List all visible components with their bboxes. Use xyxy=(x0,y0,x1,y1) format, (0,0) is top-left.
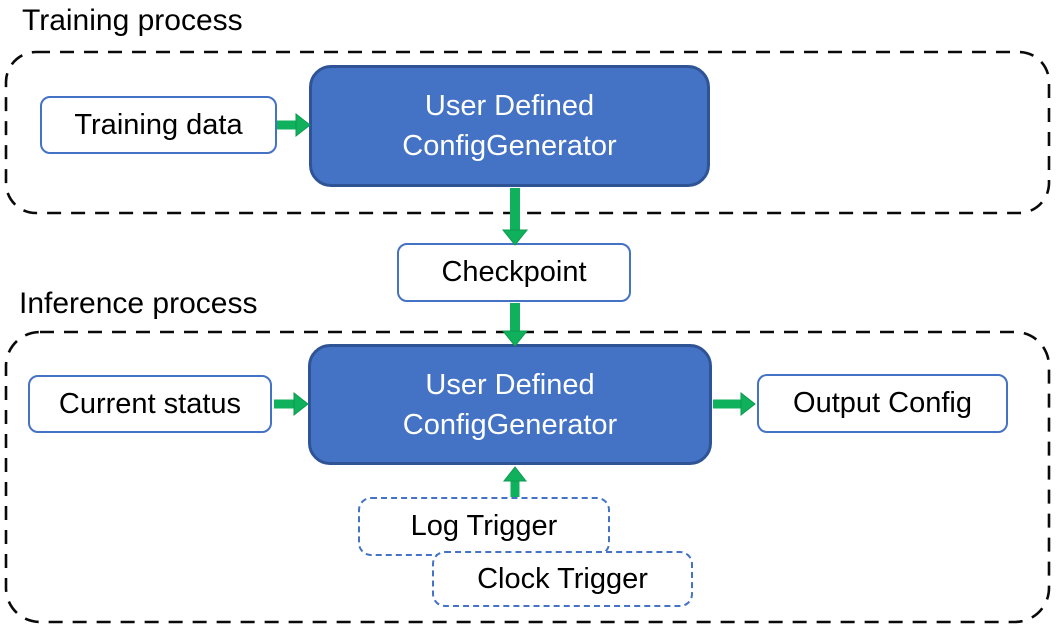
log-trigger-box: Log Trigger xyxy=(358,497,610,556)
checkpoint-label: Checkpoint xyxy=(441,256,587,288)
training-data-label: Training data xyxy=(74,108,243,141)
log-trigger-label: Log Trigger xyxy=(410,510,558,542)
current-status-label: Current status xyxy=(58,387,242,420)
inference-config-generator-line1: User Defined xyxy=(425,368,595,401)
training-config-generator-line1: User Defined xyxy=(424,90,595,122)
arrow-training-data-to-generator xyxy=(277,112,311,138)
arrow-generator-to-checkpoint xyxy=(501,188,529,246)
current-status-box: Current status xyxy=(28,375,272,433)
training-config-generator-line2: ConfigGenerator xyxy=(402,130,617,162)
training-config-generator-box: User Defined ConfigGenerator xyxy=(309,65,710,187)
output-config-box: Output Config xyxy=(757,374,1008,433)
arrow-checkpoint-to-inference-generator xyxy=(501,303,529,347)
inference-config-generator-line2: ConfigGenerator xyxy=(402,408,618,441)
arrow-current-status-to-generator xyxy=(274,391,309,417)
inference-config-generator-box: User Defined ConfigGenerator xyxy=(308,344,712,465)
arrow-generator-to-output-config xyxy=(713,391,756,417)
clock-trigger-label: Clock Trigger xyxy=(477,562,648,595)
checkpoint-box: Checkpoint xyxy=(397,243,631,302)
training-data-box: Training data xyxy=(40,96,277,154)
output-config-label: Output Config xyxy=(793,387,972,419)
inference-process-label: Inference process xyxy=(19,287,258,320)
training-process-label: Training process xyxy=(22,4,243,37)
clock-trigger-box: Clock Trigger xyxy=(432,551,693,607)
arrow-log-trigger-to-generator xyxy=(502,466,528,497)
